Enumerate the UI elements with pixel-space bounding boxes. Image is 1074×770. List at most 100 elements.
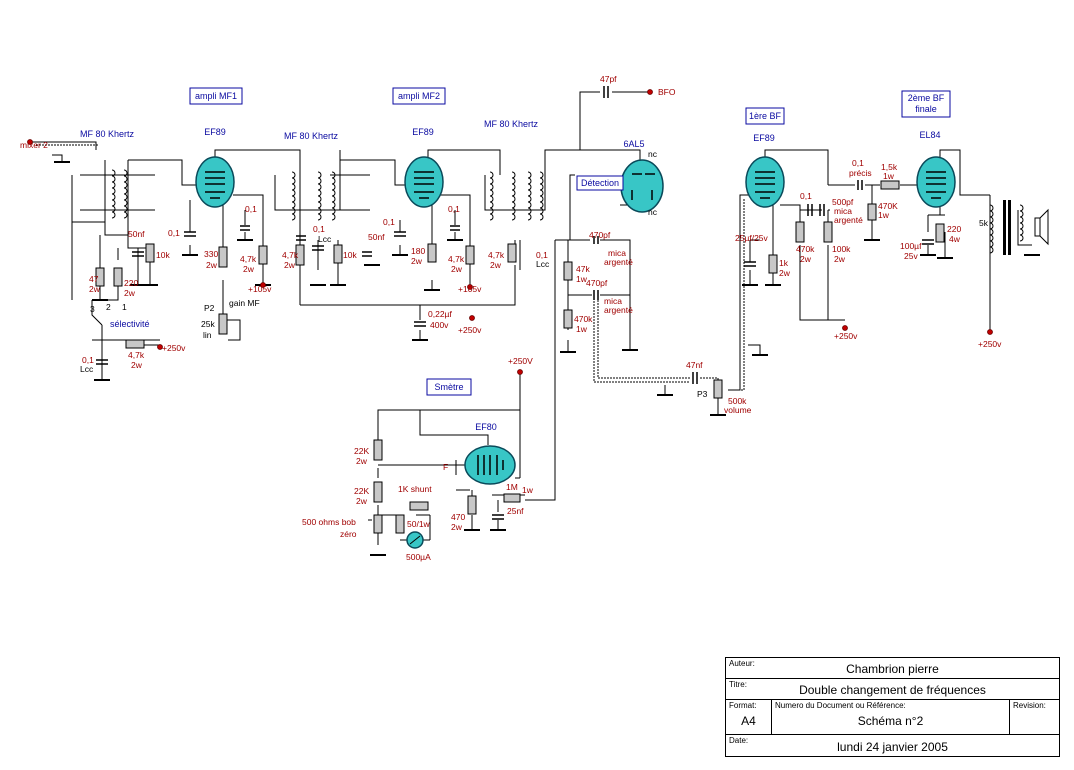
label-mica2b: argenté: [604, 305, 633, 315]
label-r15k: 1,5k: [881, 162, 898, 172]
label-r180: 180: [411, 246, 425, 256]
label-r470w: 2w: [451, 522, 463, 532]
label-r47k-dw: 2w: [490, 260, 502, 270]
coil: [331, 171, 336, 221]
format-label: Format:: [729, 701, 757, 710]
label-r470k-b: 470k: [796, 244, 815, 254]
label-nc1: nc: [648, 149, 658, 159]
label-r220bw: 4w: [949, 234, 961, 244]
label-c25nf: 25nf: [507, 506, 524, 516]
label-c01-g: 0,1: [82, 355, 94, 365]
label-mica1a: mica: [608, 248, 626, 258]
label-c01-c: 0,1: [313, 224, 325, 234]
label-r22k-b: 22K: [354, 486, 369, 496]
label-r1m: 1M: [506, 482, 518, 492]
label-r50: 50/1w: [407, 519, 431, 529]
label-mf80-c: MF 80 Khertz: [484, 119, 539, 129]
title-row-format: Format: A4 Numero du Document ou Référen…: [726, 700, 1059, 735]
label-r1mw: 1w: [522, 485, 534, 495]
label-r470k-c: 470K: [878, 201, 898, 211]
label-r330: 330: [204, 249, 218, 259]
title-row-auteur: Auteur: Chambrion pierre: [726, 658, 1059, 679]
label-t5k: 5k: [979, 218, 989, 228]
label-c01-e: 0,1: [448, 204, 460, 214]
auteur-label: Auteur:: [729, 659, 755, 668]
label-r47k-bw: 2w: [284, 260, 296, 270]
label-gainmf: gain MF: [229, 298, 260, 308]
label-r470k-a: 470k: [574, 314, 593, 324]
label-c01-h: 0,1: [800, 191, 812, 201]
label-bfo-cap: 47pf: [600, 74, 617, 84]
tubes: [195, 156, 956, 485]
tube-6al5: [620, 159, 664, 213]
label-r220b: 220: [947, 224, 961, 234]
supply-terminal: [647, 89, 653, 95]
label-c470pf-b: 470pf: [586, 278, 608, 288]
label-ampli-mf2: ampli MF2: [398, 91, 440, 101]
label-c01-f: 0,1: [536, 250, 548, 260]
label-p105-b: +105v: [458, 284, 482, 294]
label-sw2: 2: [106, 302, 111, 312]
label-r220w: 2w: [124, 288, 136, 298]
label-r470: 470: [451, 512, 465, 522]
coil: [1019, 204, 1024, 242]
supply-terminal: [469, 315, 475, 321]
supply-terminal: [260, 282, 266, 288]
numero-value: Schéma n°2: [857, 714, 924, 728]
label-tube-ef89-3: EF89: [753, 133, 775, 143]
label-lcc-c: Lcc: [80, 364, 94, 374]
label-mica3a: mica: [834, 206, 852, 216]
label-mica3b: argenté: [834, 215, 863, 225]
label-r47k-d: 4,7k: [488, 250, 505, 260]
label-bob: 500 ohms bob: [302, 517, 356, 527]
label-mica2a: mica: [604, 296, 622, 306]
label-tube-ef80: EF80: [475, 422, 497, 432]
labels: ampli MF1 ampli MF2 1ère BF 2ème BF fina…: [80, 91, 945, 432]
label-r47k-ew: 2w: [131, 360, 143, 370]
coil-group: [111, 169, 1024, 254]
date-label: Date:: [729, 736, 749, 745]
label-r47k-b: 4,7k: [282, 250, 299, 260]
label-mixer: mixer 2: [20, 140, 48, 150]
label-r10k-a: 10k: [343, 250, 357, 260]
coil: [489, 171, 494, 221]
label-meter: 500µA: [406, 552, 431, 562]
supply-terminal: [467, 284, 473, 290]
label-c50nf-b: 50nf: [128, 229, 145, 239]
label-c50nf-a: 50nf: [368, 232, 385, 242]
coil: [111, 169, 116, 219]
revision-label: Revision:: [1013, 701, 1046, 710]
label-r180w: 2w: [411, 256, 423, 266]
coil: [527, 171, 532, 221]
label-c022: 0,22µf: [428, 309, 452, 319]
label-c100: 100µf: [900, 241, 922, 251]
label-c022v: 400v: [430, 320, 449, 330]
coil: [317, 171, 322, 221]
label-c470pf-a: 470pf: [589, 230, 611, 240]
label-p25k: 25k: [201, 319, 215, 329]
label-r22k-a: 22K: [354, 446, 369, 456]
label-r100kw: 2w: [834, 254, 846, 264]
label-tube-6al5: 6AL5: [623, 139, 644, 149]
label-smetre: Smètre: [434, 382, 463, 392]
label-r47k-e: 4,7k: [128, 350, 145, 360]
supply-terminal: [517, 369, 523, 375]
tube-ef89-mf1: [195, 156, 235, 208]
supply-terminal: [157, 344, 163, 350]
label-r10k-b: 10k: [156, 250, 170, 260]
label-r15kw: 1w: [883, 171, 895, 181]
label-r22k-bw: 2w: [356, 496, 368, 506]
label-precis: précis: [849, 168, 872, 178]
title-row-date: Date: lundi 24 janvier 2005: [726, 735, 1059, 755]
output-stage: [1003, 200, 1049, 255]
coil: [511, 171, 516, 221]
label-r1k: 1k: [779, 258, 789, 268]
label-bf2-l1: 2ème BF: [908, 93, 945, 103]
label-tube-el84: EL84: [919, 130, 940, 140]
label-bfo: BFO: [658, 87, 676, 97]
ground-symbols: [54, 161, 1040, 556]
label-c100v: 25v: [904, 251, 918, 261]
label-p250-e: +250V: [508, 356, 533, 366]
title-row-titre: Titre: Double changement de fréquences: [726, 679, 1059, 700]
